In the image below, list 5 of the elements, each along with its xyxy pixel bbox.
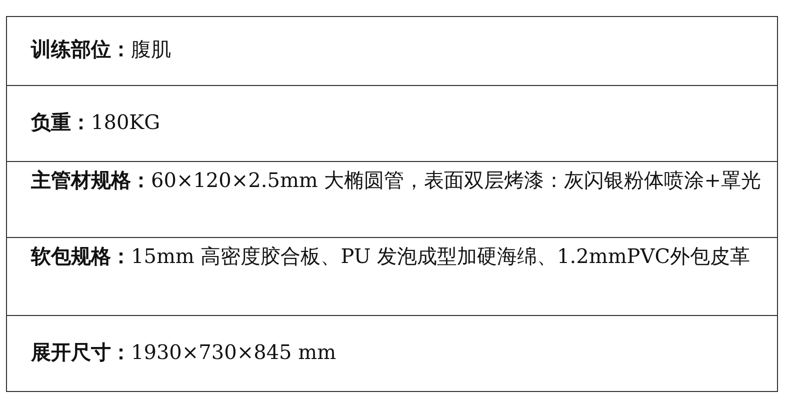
- table-cell: 展开尺寸：1930×730×845 mm: [7, 315, 777, 391]
- table-cell: 负重：180KG: [7, 85, 777, 161]
- table-cell: 主管材规格：60×120×2.5mm 大椭圆管，表面双层烤漆：灰闪银粉体喷涂+罩光: [7, 161, 777, 237]
- table-cell: 软包规格：15mm 高密度胶合板、PU 发泡成型加硬海绵、1.2mmPVC外包皮革: [7, 237, 777, 315]
- table-cell-text: 训练部位：腹肌: [30, 36, 172, 63]
